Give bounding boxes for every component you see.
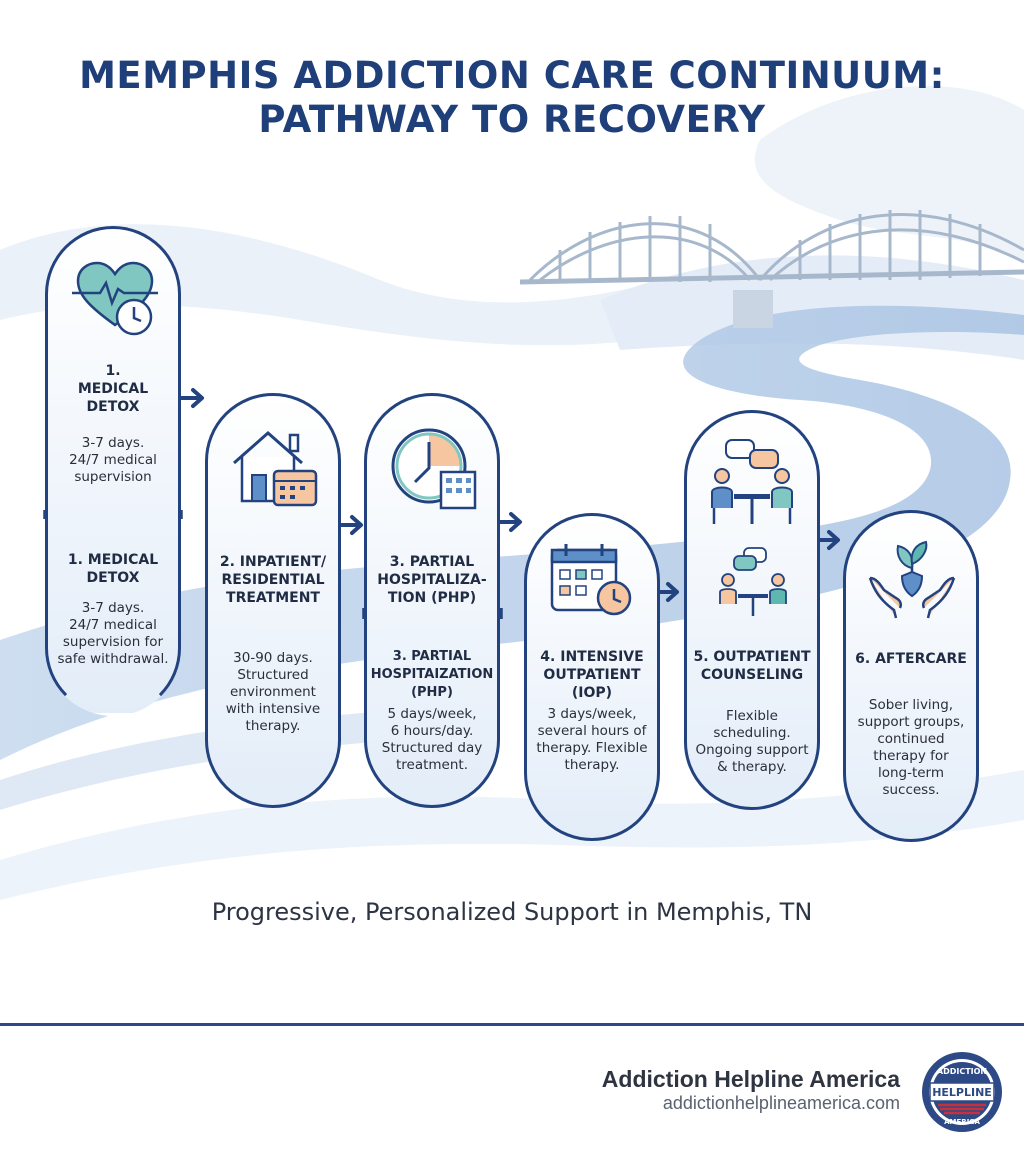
heart-clock-icon [72, 261, 158, 336]
step-3-desc: 5 days/week, 6 hours/day. Structured day… [381, 706, 483, 773]
step-1-top-desc: 3-7 days. 24/7 medical supervision [69, 435, 157, 485]
badge-bottom-text: AMERICA [944, 1118, 980, 1126]
page-title-line2: PATHWAY TO RECOVERY [258, 98, 766, 141]
hands-plant-icon [868, 540, 956, 619]
brand-name: Addiction Helpline America [601, 1066, 900, 1092]
counseling-small-icon [719, 547, 787, 616]
helpline-badge-logo: ADDICTION HELPLINE AMERICA [922, 1052, 1002, 1132]
step-partial-hospitalization [364, 393, 500, 808]
step-3-name: 3. PARTIAL HOSPITAIZATION (PHP) [370, 649, 494, 700]
page-title-line1: MEMPHIS ADDICTION CARE CONTINUUM: [79, 54, 945, 97]
brand-url: addictionhelplineamerica.com [662, 1093, 900, 1113]
pill-divider [362, 608, 503, 619]
hill-right [600, 255, 1024, 360]
bridge [519, 210, 1024, 285]
step-2-desc: 30-90 days. Structured environment with … [225, 650, 321, 734]
badge-mid-text: HELPLINE [932, 1086, 992, 1099]
arrows [178, 388, 840, 602]
subtitle: Progressive, Personalized Support in Mem… [211, 898, 813, 926]
step-6-name: 6. AFTERCARE [855, 651, 967, 667]
step-3-top-name: 3. PARTIAL HOSPITALIZA- TION (PHP) [377, 554, 487, 606]
step-6-desc: Sober living, support groups, continued … [857, 697, 965, 798]
step-5-desc: Flexible scheduling. Ongoing support & t… [695, 708, 809, 775]
counseling-icon [711, 439, 793, 524]
step-2-name: 2. INPATIENT/ RESIDENTIAL TREATMENT [219, 554, 327, 606]
step-1-name: 1. MEDICAL DETOX [67, 552, 159, 586]
clock-hospital-icon [391, 428, 477, 510]
badge-top-text: ADDICTION [937, 1067, 987, 1076]
step-1-top-name: 1. MEDICAL DETOX [77, 363, 149, 415]
step-4-name: 4. INTENSIVE OUTPATIENT (IOP) [540, 649, 644, 701]
footer-divider [0, 1023, 1024, 1026]
pill-divider [43, 510, 183, 519]
step-4-desc: 3 days/week, several hours of therapy. F… [536, 706, 648, 773]
calendar-clock-icon [550, 544, 632, 616]
step-1-desc: 3-7 days. 24/7 medical supervision for s… [57, 600, 169, 667]
brand-block: Addiction Helpline America addictionhelp… [602, 1066, 900, 1114]
step-5-name: 5. OUTPATIENT COUNSELING [693, 649, 811, 683]
house-calendar-icon [233, 430, 318, 507]
hill-left [0, 224, 700, 346]
bridge-pier [733, 290, 773, 328]
cloud-swirl [754, 86, 1024, 260]
